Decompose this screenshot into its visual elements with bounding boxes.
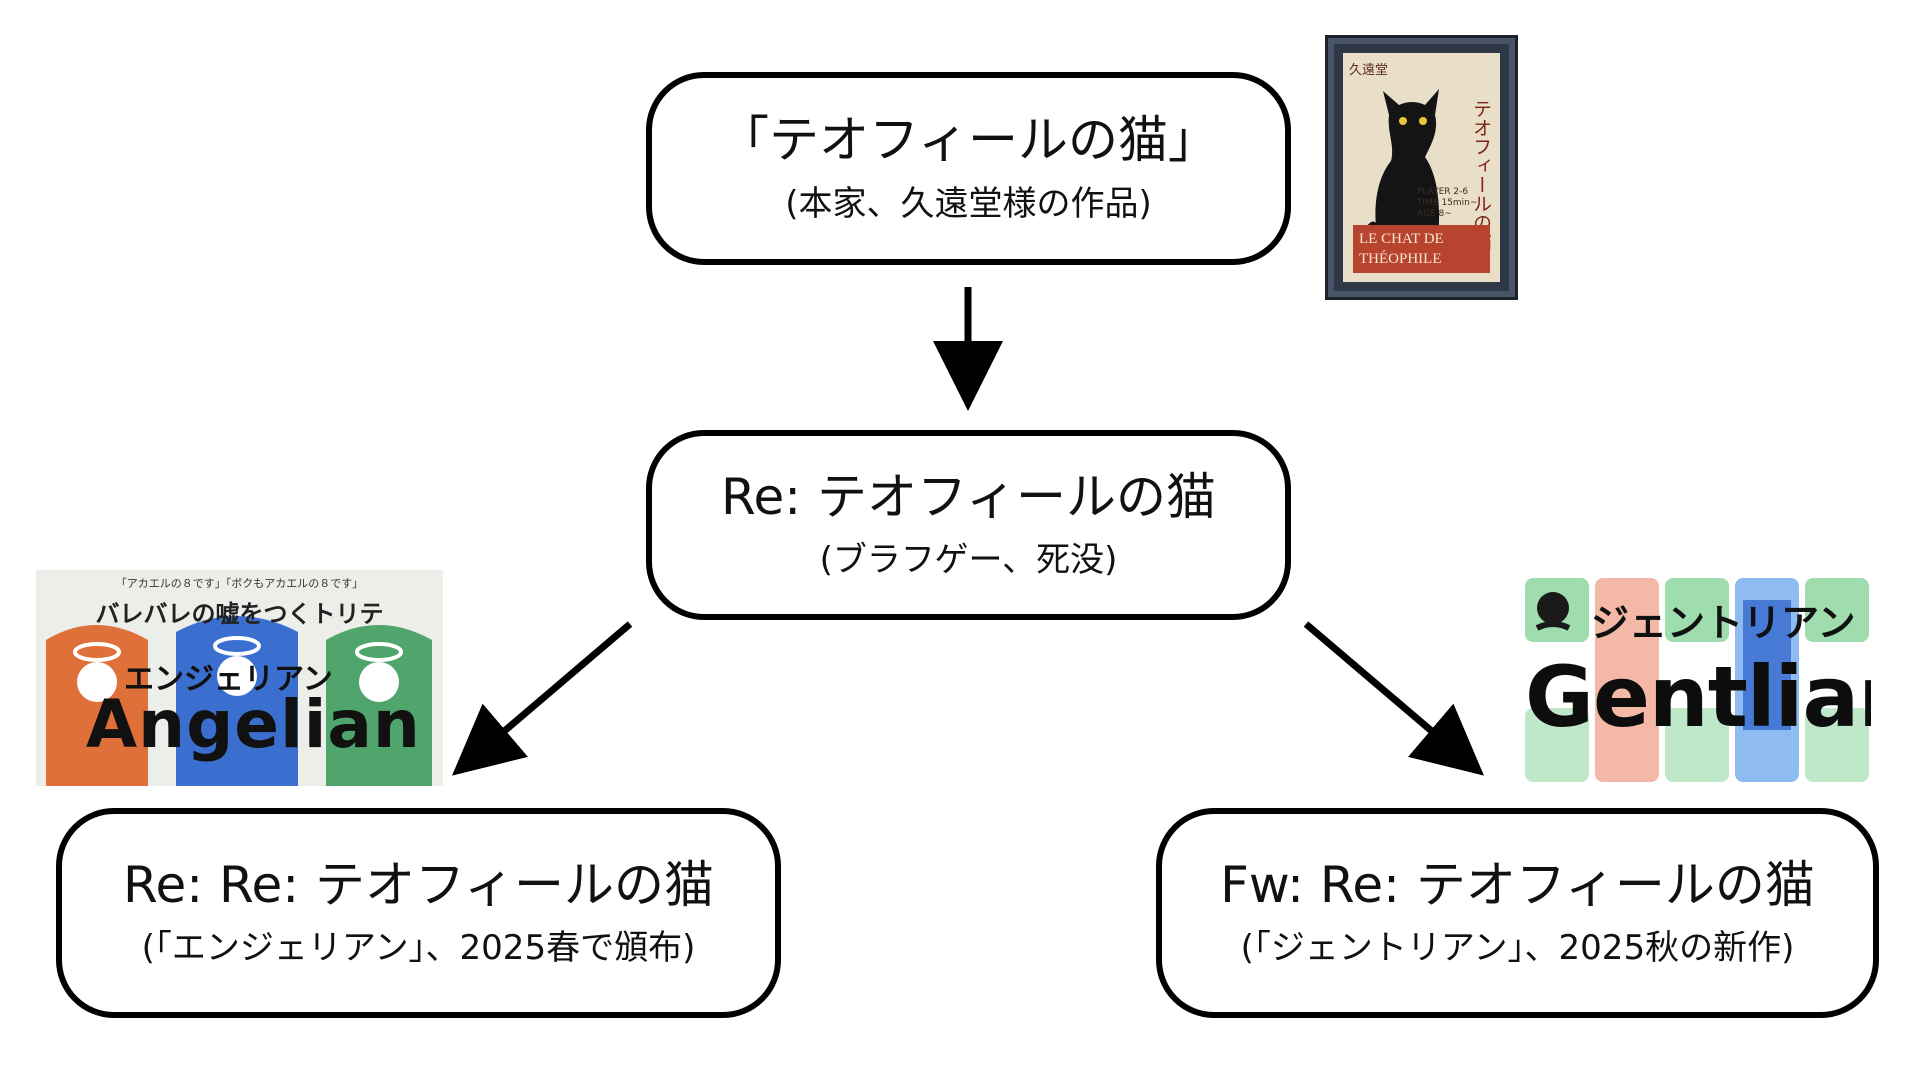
angelian-tagline: バレバレの嘘をつくトリテ <box>95 600 384 628</box>
angel-figures-icon <box>46 616 432 786</box>
poster-info-time: TIME 15min~ <box>1417 198 1478 208</box>
gentlian-logo: Gentlian <box>1525 648 1871 746</box>
poster-banner: LE CHAT DE THÉOPHILE <box>1353 225 1490 273</box>
angelian-logo: Angelian <box>86 686 421 763</box>
node-re-re-subtitle: (「エンジェリアン」、2025春で頒布) <box>141 928 696 969</box>
poster-info-players: PLAYER 2-6 <box>1417 187 1469 197</box>
node-original-title: 「テオフィールの猫」 <box>719 111 1218 170</box>
node-re-re: Re: Re: テオフィールの猫 (「エンジェリアン」、2025春で頒布) <box>56 808 781 1018</box>
poster-publisher: 久遠堂 <box>1349 63 1389 78</box>
node-fw-re-subtitle: (「ジェントリアン」、2025秋の新作) <box>1240 928 1795 969</box>
node-original: 「テオフィールの猫」 (本家、久遠堂様の作品) <box>646 72 1291 265</box>
node-re: Re: テオフィールの猫 (ブラフゲー、死没) <box>646 430 1291 620</box>
arrow-re-to-fwre <box>1303 621 1484 776</box>
gentlian-tiles-icon <box>1525 578 1869 782</box>
arrow-re-to-rere <box>452 621 633 776</box>
node-fw-re: Fw: Re: テオフィールの猫 (「ジェントリアン」、2025秋の新作) <box>1156 808 1879 1018</box>
poster-info: PLAYER 2-6 TIME 15min~ AGE 8~ <box>1417 187 1477 220</box>
node-re-re-title: Re: Re: テオフィールの猫 <box>123 855 714 914</box>
poster-title-jp: テオフィールの猫 <box>1470 99 1492 251</box>
angelian-kana: エンジェリアン <box>124 662 333 697</box>
node-re-title: Re: テオフィールの猫 <box>721 467 1216 526</box>
node-fw-re-title: Fw: Re: テオフィールの猫 <box>1220 855 1815 914</box>
node-re-subtitle: (ブラフゲー、死没) <box>819 540 1118 581</box>
theophile-cat-poster-image: 久遠堂 テオフィールの猫 PLAYER 2-6 TIME 15min~ AGE … <box>1325 35 1518 300</box>
gentlian-box-image: ジェントリアン Gentlian <box>1523 578 1871 782</box>
angelian-tag: 「アカエルの８です」「ボクもアカエルの８です」 <box>115 577 364 590</box>
poster-paper: 久遠堂 テオフィールの猫 PLAYER 2-6 TIME 15min~ AGE … <box>1343 53 1500 282</box>
angelian-box-image: 「アカエルの８です」「ボクもアカエルの８です」 バレバレの嘘をつくトリテ エンジ… <box>36 570 443 786</box>
node-original-subtitle: (本家、久遠堂様の作品) <box>785 183 1152 224</box>
gentlian-kana: ジェントリアン <box>1591 601 1856 645</box>
poster-info-age: AGE 8~ <box>1417 209 1452 219</box>
